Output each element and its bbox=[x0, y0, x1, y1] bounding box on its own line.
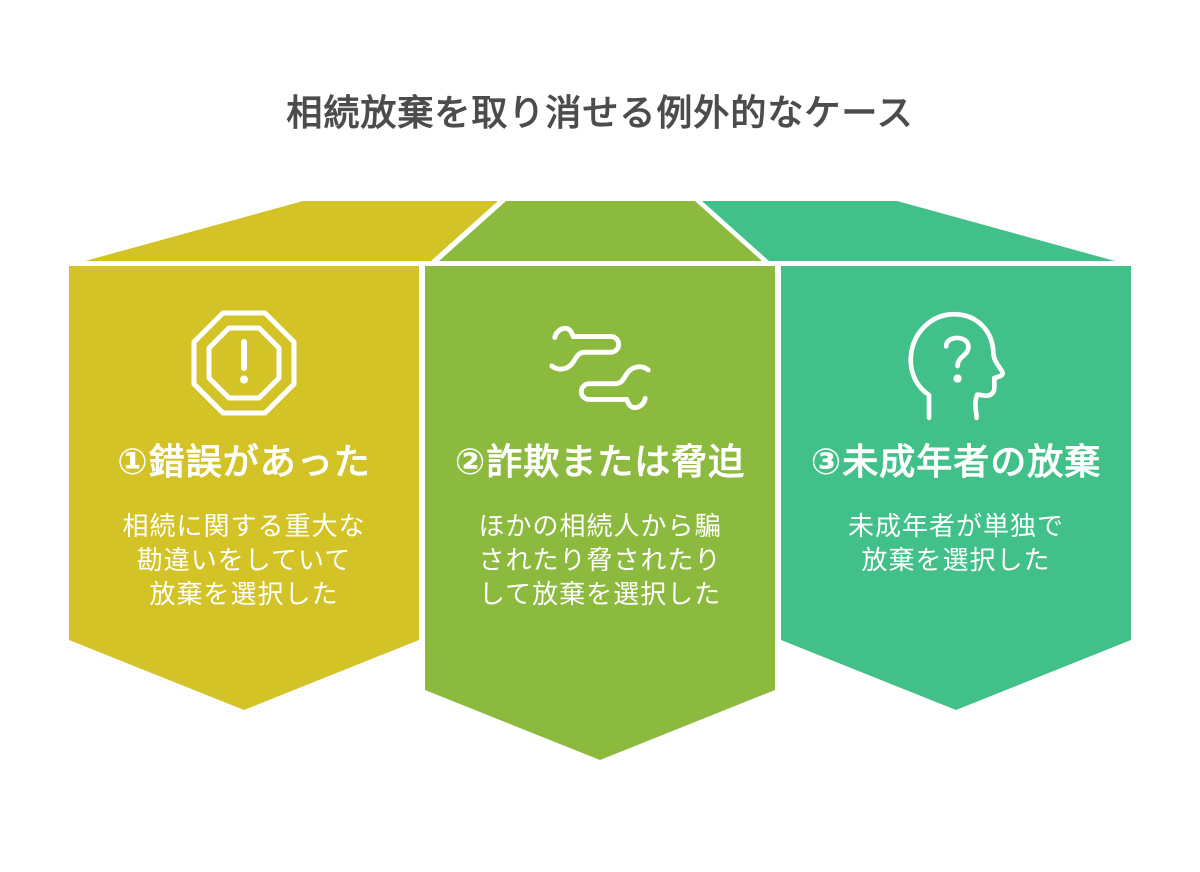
description-line: して放棄を選択した bbox=[478, 579, 722, 609]
description-line: 相続に関する重大な bbox=[122, 511, 366, 541]
card-heading: ③未成年者の放棄 bbox=[810, 441, 1102, 482]
card-description: 相続に関する重大な 勘違いをしていて 放棄を選択した bbox=[69, 509, 419, 611]
card-roof bbox=[85, 201, 498, 261]
card-fraud: ②詐欺または脅迫 ほかの相続人から騙 されたり脅されたり して放棄を選択した bbox=[425, 266, 775, 760]
wind-icon bbox=[549, 325, 651, 411]
description-line: 放棄を選択した bbox=[149, 579, 339, 609]
card-heading: ①錯誤があった bbox=[117, 441, 371, 482]
card-heading: ②詐欺または脅迫 bbox=[454, 441, 746, 482]
card-minor: ③未成年者の放棄 未成年者が単独で 放棄を選択した bbox=[781, 266, 1131, 710]
description-line: ほかの相続人から騙 bbox=[478, 511, 722, 541]
description-line: 未成年者が単独で bbox=[847, 511, 1064, 541]
card-roof bbox=[702, 201, 1115, 261]
card-description: 未成年者が単独で 放棄を選択した bbox=[781, 509, 1131, 577]
description-line: 放棄を選択した bbox=[861, 545, 1051, 575]
page-title: 相続放棄を取り消せる例外的なケース bbox=[286, 92, 914, 133]
alert-octagon-icon bbox=[191, 310, 297, 416]
description-line: 勘違いをしていて bbox=[136, 545, 352, 575]
card-error: ①錯誤があった 相続に関する重大な 勘違いをしていて 放棄を選択した bbox=[69, 266, 419, 710]
description-line: されたり脅されたり bbox=[478, 545, 722, 575]
card-description: ほかの相続人から騙 されたり脅されたり して放棄を選択した bbox=[425, 509, 775, 611]
head-question-icon bbox=[908, 311, 1005, 421]
